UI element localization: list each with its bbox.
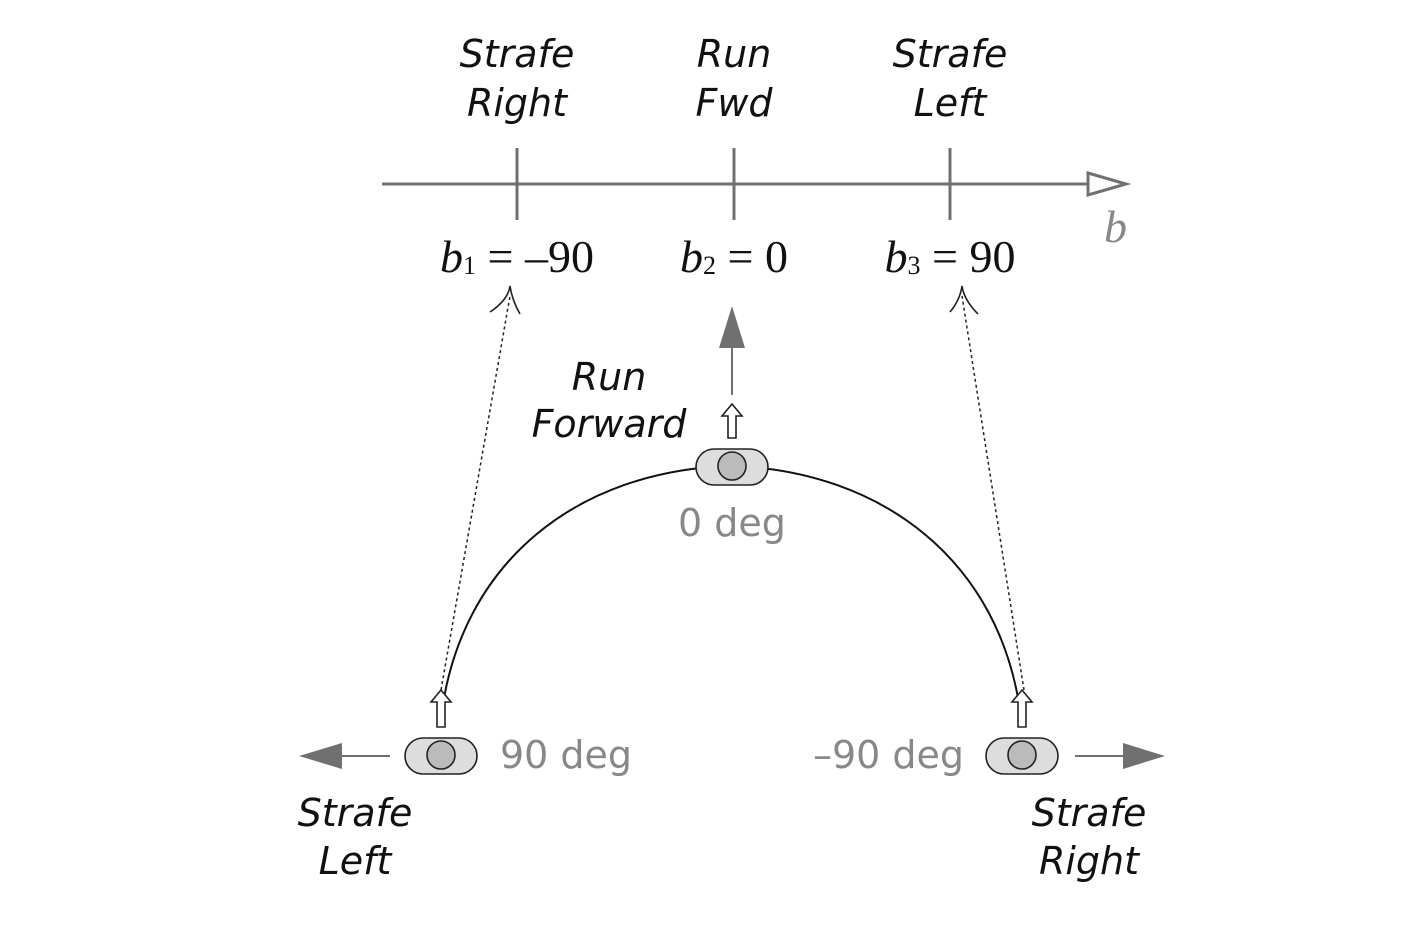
right-angle-label: –90 deg — [813, 733, 964, 777]
forward-motion-arrowhead-icon — [719, 306, 745, 348]
tick-label-1-line: Right — [467, 81, 569, 125]
right-character-head — [1007, 740, 1037, 770]
mapping-arrowhead-left-icon — [489, 285, 521, 315]
tick-label-1-line: Strafe — [460, 32, 575, 76]
left-motion-arrowhead-icon — [299, 743, 342, 769]
forward-character-head — [717, 451, 747, 481]
mapping-line-right — [961, 295, 1025, 691]
tick-label-3-line: Left — [914, 81, 989, 125]
tick-label-2-line: Fwd — [695, 81, 773, 125]
forward-pose-label-line: Run — [572, 355, 647, 399]
tick-label-3-line: Strafe — [893, 32, 1008, 76]
axis-name: b — [1104, 201, 1127, 252]
left-character-head — [426, 740, 456, 770]
tick-label-2-line: Run — [697, 32, 772, 76]
right-motion-arrowhead-icon — [1123, 743, 1165, 769]
tick-label-1: Strafe Right — [460, 32, 575, 125]
tick-label-3: Strafe Left — [893, 32, 1008, 125]
forward-angle-label: 0 deg — [678, 501, 786, 545]
right-facing-arrow-icon — [1010, 688, 1034, 728]
left-facing-arrow-icon — [429, 688, 453, 728]
right-pose-label-line: Right — [1039, 839, 1141, 883]
pose-left: 90 deg Strafe Left — [298, 688, 632, 883]
left-angle-label: 90 deg — [500, 733, 632, 777]
tick-label-2: Run Fwd — [695, 32, 773, 125]
tick-value-2: b2 = 0 — [680, 231, 788, 282]
forward-facing-arrow-icon — [720, 402, 744, 439]
pose-forward: 0 deg Run Forward — [532, 306, 786, 545]
right-pose-label-line: Strafe — [1032, 791, 1147, 835]
left-pose-label-line: Strafe — [298, 791, 413, 835]
mapping-arrowhead-right-icon — [949, 285, 979, 315]
tick-value-1: b1 = –90 — [440, 231, 594, 282]
pose-right: –90 deg Strafe Right — [813, 688, 1165, 883]
tick-value-3: b3 = 90 — [885, 231, 1016, 282]
axis-arrowhead-icon — [1086, 171, 1132, 197]
left-pose-label-line: Left — [319, 839, 394, 883]
parameter-axis: b — [382, 148, 1132, 252]
forward-pose-label-line: Forward — [532, 402, 688, 446]
mapping-line-left — [440, 295, 511, 691]
